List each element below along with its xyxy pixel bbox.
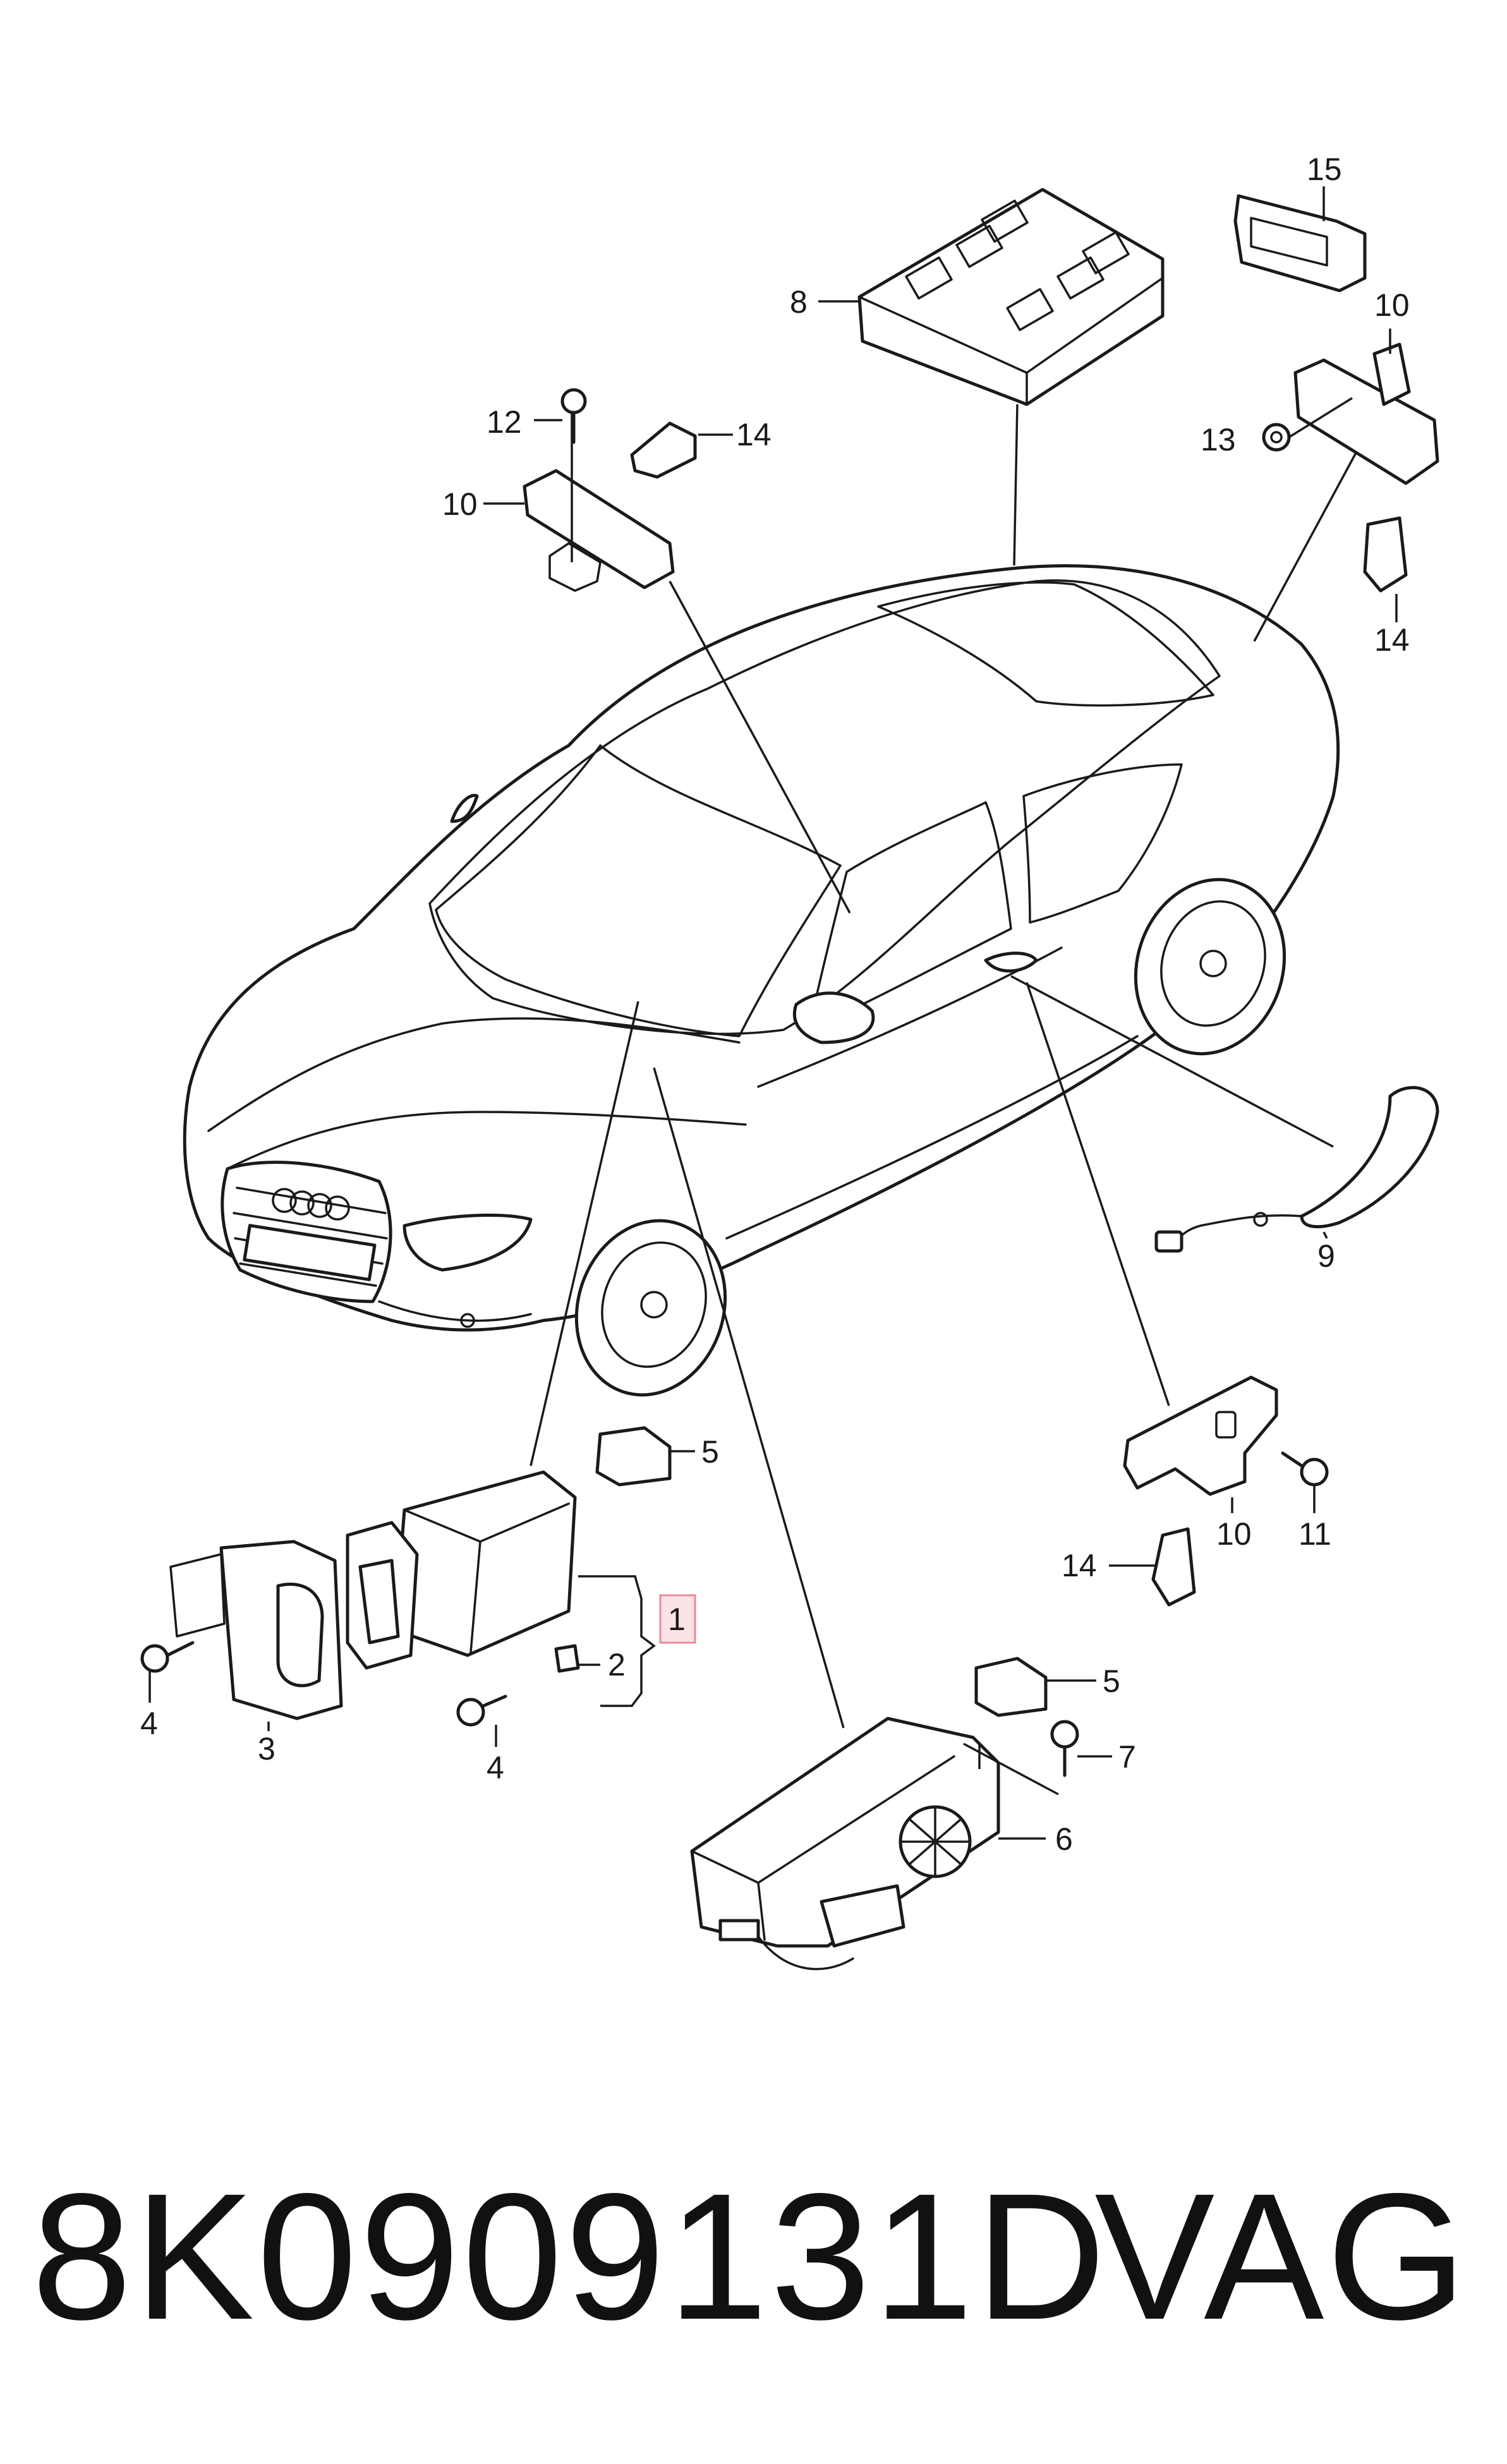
label-7: 7: [1118, 1739, 1136, 1775]
part-10-antenna-mid: [1123, 1375, 1278, 1513]
part-14-connector-top: [630, 421, 733, 479]
part-number: 8K0909131D: [32, 2156, 1108, 2357]
part-1-brace: [578, 1575, 656, 1707]
front-wheel: [574, 1219, 727, 1397]
part-10-antenna-left: [483, 408, 675, 592]
part-11-screw: [1281, 1451, 1329, 1513]
leader-lines: [530, 404, 1363, 1729]
part-4-screw-right: [456, 1694, 507, 1747]
highlight-box: [659, 1594, 696, 1644]
label-11: 11: [1298, 1516, 1331, 1552]
part-8-control-unit: [818, 188, 1165, 406]
part-7-screw: [1050, 1720, 1112, 1777]
car-illustration: [183, 564, 1340, 1397]
label-15: 15: [1307, 152, 1342, 187]
part-14-connector-mid: [1109, 1527, 1196, 1607]
label-1: 1: [668, 1602, 686, 1637]
part-5-connector-left: [595, 1426, 695, 1487]
callout-labels: 15 8 10 12 14 13 10 14 9 5 10 11 14 1 2 …: [140, 152, 1410, 1857]
label-9: 9: [1317, 1238, 1335, 1274]
brand-name: VAG: [1094, 2156, 1469, 2357]
part-1-module: [393, 1470, 577, 1657]
label-6: 6: [1055, 1821, 1073, 1857]
part-6-module: [690, 1717, 1059, 1971]
part-1-bracket: [346, 1521, 419, 1670]
label-10-mid: 10: [1216, 1516, 1252, 1552]
label-10-top-right: 10: [1374, 287, 1410, 323]
label-8: 8: [790, 284, 808, 320]
label-5-left: 5: [701, 1434, 719, 1470]
part-9-handle: [1154, 1085, 1439, 1253]
rear-wheel: [1134, 878, 1286, 1056]
part-13-nut: [1262, 397, 1353, 452]
label-14-mid: 14: [1062, 1548, 1097, 1583]
label-4-right: 4: [487, 1750, 504, 1785]
part-10-antenna-right: [1293, 329, 1439, 485]
label-10-top-left: 10: [442, 486, 478, 522]
part-15-cover: [1233, 186, 1367, 293]
label-13: 13: [1201, 422, 1236, 457]
label-14-right: 14: [1374, 622, 1410, 658]
label-3: 3: [258, 1731, 275, 1766]
label-5-right: 5: [1103, 1664, 1120, 1699]
part-2-clip: [554, 1644, 600, 1673]
label-2: 2: [608, 1647, 626, 1682]
label-14-top: 14: [736, 417, 772, 452]
part-3-bezel: [169, 1540, 343, 1731]
part-5-connector-right: [974, 1657, 1096, 1717]
part-14-connector-right: [1363, 516, 1408, 622]
part-12-screw: [534, 388, 587, 444]
label-4-left: 4: [140, 1706, 158, 1741]
part-4-screw-left: [140, 1641, 195, 1703]
label-12: 12: [487, 404, 522, 440]
